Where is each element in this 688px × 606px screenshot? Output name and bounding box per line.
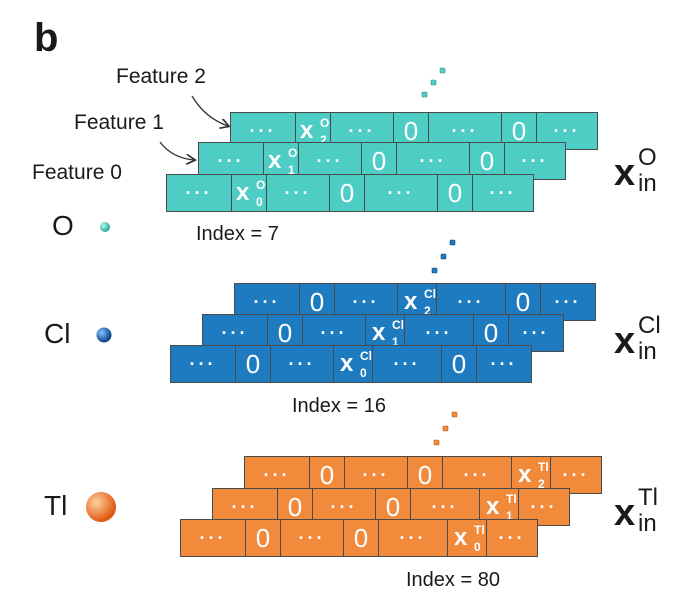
feature-element-sup: Tl — [506, 492, 517, 506]
feature-1-arrow — [159, 141, 194, 160]
ellipsis-cell: ··· — [550, 456, 602, 494]
ellipsis-cell: ··· — [364, 174, 438, 212]
ellipsis-cell: ··· — [472, 174, 534, 212]
ellipsis-cell: ··· — [180, 519, 246, 557]
feature-value-cell: x Tl 2 — [511, 456, 551, 494]
feature-element-sup: Cl — [424, 287, 436, 301]
feature-element-sup: O — [320, 116, 330, 130]
ellipsis-cell: ··· — [166, 174, 232, 212]
feature-value-cell: x Cl 0 — [333, 345, 373, 383]
ellipsis-cell: ··· — [378, 519, 448, 557]
x-in-tl-label: x Tl in — [614, 486, 658, 536]
element-symbol-o: O — [52, 210, 74, 241]
feature-index-sub: 0 — [474, 540, 481, 554]
zero-cell: 0 — [361, 142, 397, 180]
feature-symbol: x — [236, 179, 250, 206]
x-in-cl-sub: in — [638, 338, 657, 365]
ellipsis-cell: ··· — [344, 456, 408, 494]
feature-0-label: Feature 0 — [32, 161, 122, 184]
x-in-cl-label: x Cl in — [614, 314, 661, 364]
ellipsis-cell: ··· — [244, 456, 310, 494]
feature-index-sub: 2 — [320, 133, 327, 147]
zero-cell: 0 — [309, 456, 345, 494]
ellipsis-cell: ··· — [540, 283, 596, 321]
continuation-dots-cl — [431, 239, 456, 274]
ellipsis-cell: ··· — [442, 456, 512, 494]
feature-element-sup: Tl — [474, 523, 485, 537]
ellipsis-cell: ··· — [270, 345, 334, 383]
ellipsis-cell: ··· — [198, 142, 264, 180]
index-label-tl: Index = 80 — [406, 569, 500, 591]
feature-symbol: x — [372, 319, 386, 346]
index-label-o: Index = 7 — [196, 223, 279, 245]
ellipsis-cell: ··· — [476, 345, 532, 383]
zero-cell: 0 — [343, 519, 379, 557]
feature-index-sub: 0 — [360, 366, 367, 380]
feature-symbol: x — [300, 117, 314, 144]
feature-element-sup: Cl — [392, 318, 404, 332]
feature-index-sub: 1 — [506, 509, 513, 523]
feature-element-sup: Tl — [538, 460, 549, 474]
zero-cell: 0 — [245, 519, 281, 557]
feature-index-sub: 0 — [256, 195, 263, 209]
feature-index-sub: 1 — [288, 163, 295, 177]
index-label-cl: Index = 16 — [292, 395, 386, 417]
feature-symbol: x — [486, 493, 500, 520]
zero-cell: 0 — [235, 345, 271, 383]
ellipsis-cell: ··· — [170, 345, 236, 383]
ellipsis-cell: ··· — [280, 519, 344, 557]
feature-2-arrow — [191, 95, 228, 126]
zero-cell: 0 — [437, 174, 473, 212]
feature-value-cell: x Tl 0 — [447, 519, 487, 557]
ellipsis-cell: ··· — [508, 314, 564, 352]
continuation-dots-tl — [433, 411, 458, 446]
feature-element-sup: O — [256, 178, 266, 192]
ellipsis-cell: ··· — [486, 519, 538, 557]
feature-index-sub: 1 — [392, 335, 399, 349]
x-in-o-sub: in — [638, 170, 657, 197]
feature-symbol: x — [518, 461, 532, 488]
ellipsis-cell: ··· — [504, 142, 566, 180]
x-in-cl-sup: Cl — [638, 312, 661, 339]
feature-index-sub: 2 — [538, 477, 545, 491]
ellipsis-cell: ··· — [298, 142, 362, 180]
x-in-tl-sup: Tl — [638, 484, 658, 511]
x-in-o-main: x — [614, 152, 636, 194]
x-in-cl-main: x — [614, 320, 636, 362]
cl-atom-icon — [96, 327, 112, 343]
x-in-tl-main: x — [614, 492, 636, 534]
zero-cell: 0 — [441, 345, 477, 383]
o-atom-icon — [100, 222, 110, 232]
x-in-o-sup: O — [638, 144, 657, 171]
feature-1-label: Feature 1 — [74, 111, 164, 134]
feature-symbol: x — [268, 147, 282, 174]
feature-symbol: x — [404, 288, 418, 315]
x-in-tl-sub: in — [638, 510, 657, 537]
zero-cell: 0 — [407, 456, 443, 494]
feature-index-sub: 2 — [424, 304, 431, 318]
zero-cell: 0 — [329, 174, 365, 212]
continuation-dots-o — [421, 67, 446, 98]
panel-letter: b — [34, 16, 59, 60]
x-in-o-label: x O in — [614, 146, 657, 196]
feature-2-label: Feature 2 — [116, 65, 206, 88]
ellipsis-cell: ··· — [266, 174, 330, 212]
tl-atom-icon — [86, 492, 116, 522]
feature-element-sup: O — [288, 146, 298, 160]
feature-element-sup: Cl — [360, 349, 372, 363]
ellipsis-cell: ··· — [372, 345, 442, 383]
feature-symbol: x — [340, 350, 354, 377]
ellipsis-cell: ··· — [396, 142, 470, 180]
element-symbol-tl: Tl — [44, 490, 68, 521]
element-symbol-cl: Cl — [44, 318, 71, 349]
feature-symbol: x — [454, 524, 468, 551]
